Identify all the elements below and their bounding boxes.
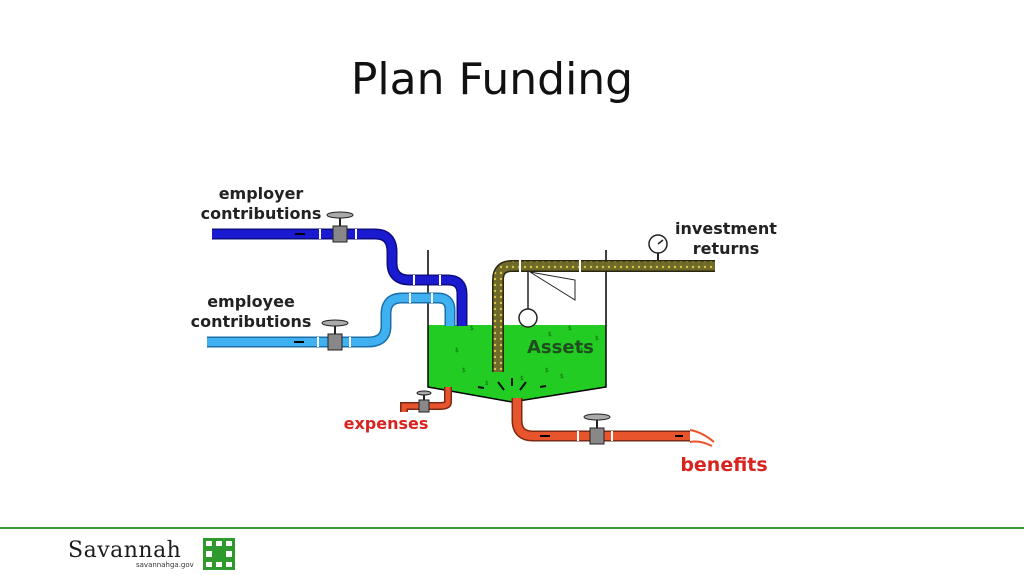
- investment-label-line1: investment: [675, 219, 777, 238]
- svg-text:$: $: [520, 375, 524, 382]
- svg-text:$: $: [595, 335, 599, 342]
- expenses-valve[interactable]: [416, 390, 432, 413]
- float-valve: [518, 271, 576, 328]
- svg-text:$: $: [580, 347, 584, 354]
- expenses-pipe: [400, 387, 452, 412]
- employer-contributions-label: employer contributions: [198, 184, 324, 224]
- savannah-grid-logo-icon: [203, 538, 235, 570]
- svg-text:$: $: [545, 367, 549, 374]
- expenses-label: expenses: [343, 414, 429, 433]
- employee-label-line1: employee: [207, 292, 295, 311]
- employee-label-line2: contributions: [190, 312, 312, 331]
- employee-valve[interactable]: [321, 319, 349, 351]
- employer-contributions-pipe: [212, 228, 468, 326]
- assets-label: Assets: [527, 337, 594, 358]
- slide-title: Plan Funding: [350, 54, 634, 105]
- employer-label-line1: employer: [218, 184, 304, 203]
- svg-text:$: $: [485, 380, 489, 387]
- svg-text:$: $: [568, 325, 572, 332]
- benefits-pipe: [511, 398, 715, 447]
- employee-contributions-label: employee contributions: [188, 292, 314, 332]
- investment-returns-pipe: [492, 260, 715, 372]
- employer-valve[interactable]: [326, 211, 354, 243]
- svg-text:$: $: [560, 373, 564, 380]
- employer-label-line2: contributions: [200, 204, 322, 223]
- svg-text:$: $: [455, 347, 459, 354]
- svg-text:$: $: [548, 331, 552, 338]
- investment-label-line2: returns: [692, 239, 760, 258]
- benefits-valve[interactable]: [583, 413, 611, 445]
- savannah-logo-url: savannahga.gov: [136, 561, 194, 569]
- savannah-logo-text: Savannah: [68, 538, 182, 563]
- benefits-label: benefits: [680, 454, 768, 476]
- investment-returns-label: investment returns: [672, 219, 780, 259]
- footer-divider: [0, 527, 1024, 529]
- svg-text:$: $: [470, 325, 474, 332]
- return-gauge: [648, 234, 668, 260]
- svg-text:$: $: [462, 367, 466, 374]
- employee-contributions-pipe: [207, 292, 456, 348]
